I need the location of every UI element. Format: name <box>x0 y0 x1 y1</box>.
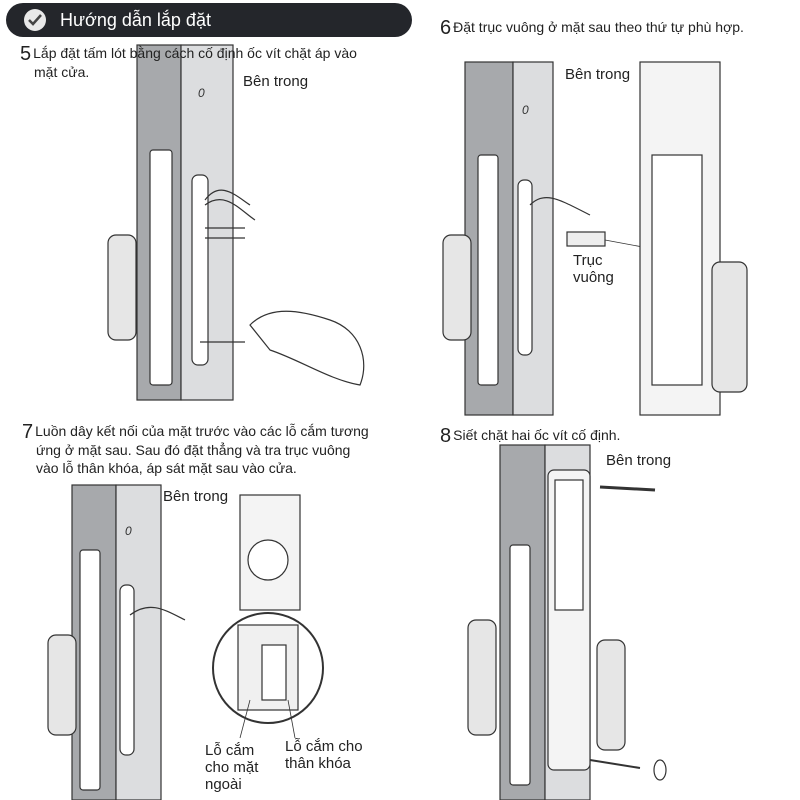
step8-inside-label: Bên trong <box>606 452 672 469</box>
section-header: Hướng dẫn lắp đặt <box>6 3 412 37</box>
step7-door-illustration <box>47 484 324 800</box>
step6-door-illustration <box>442 61 748 416</box>
door-mark: 0 <box>522 103 529 117</box>
step7-inside-label: Bên trong <box>163 488 229 505</box>
step8-door-illustration <box>467 444 667 800</box>
door-mark: 0 <box>125 524 132 538</box>
door-mark: 0 <box>198 86 205 100</box>
check-circle-icon <box>24 9 46 31</box>
step6-inside-label: Bên trong <box>565 66 631 83</box>
step5-door-illustration <box>107 44 365 401</box>
header-title: Hướng dẫn lắp đặt <box>60 9 211 30</box>
step5-inside-label: Bên trong <box>243 73 309 90</box>
